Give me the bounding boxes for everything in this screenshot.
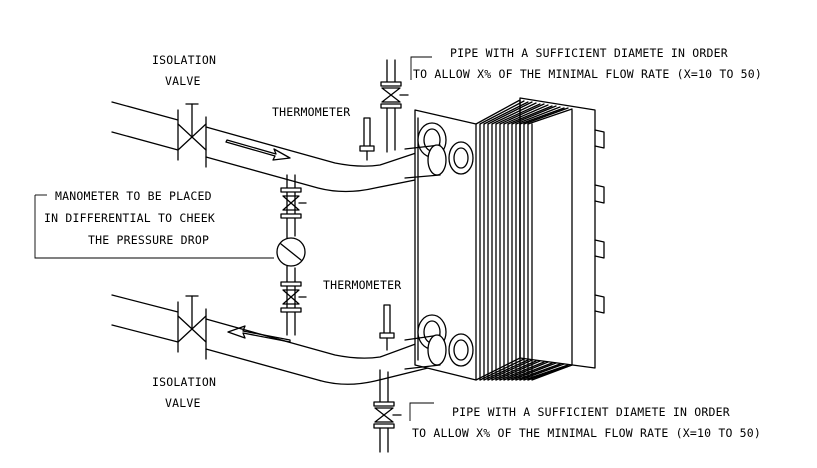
manometer-assembly (276, 174, 307, 336)
isolation-valve-top-label-2: VALVE (165, 74, 201, 88)
manometer-note-line-1: MANOMETER TO BE PLACED (55, 189, 212, 203)
pipe-note-bottom-line-2: TO ALLOW X% OF THE MINIMAL FLOW RATE (X=… (412, 426, 761, 440)
top-flow-arrow (225, 139, 291, 161)
isolation-valve-top-label-1: ISOLATION (152, 53, 216, 67)
plate-heat-exchanger (404, 97, 605, 381)
pipe-note-top-line-2: TO ALLOW X% OF THE MINIMAL FLOW RATE (X=… (413, 67, 762, 81)
top-thermometer (359, 117, 375, 161)
thermometer-bottom-label: THERMOMETER (323, 278, 401, 292)
isolation-valve-bottom-label-2: VALVE (165, 396, 201, 410)
manometer-note-line-2: IN DIFFERENTIAL TO CHEEK (44, 211, 215, 225)
bottom-isolation-valve (177, 295, 207, 360)
bottom-bypass-valve (373, 369, 402, 453)
manometer-note-line-3: THE PRESSURE DROP (88, 233, 209, 247)
pipe-note-bottom-line-1: PIPE WITH A SUFFICIENT DIAMETE IN ORDER (452, 405, 730, 419)
bottom-thermometer (379, 304, 395, 351)
pipe-note-top-line-1: PIPE WITH A SUFFICIENT DIAMETE IN ORDER (450, 46, 728, 60)
leader-lines (34, 56, 434, 421)
top-isolation-valve (177, 103, 207, 168)
top-bypass-valve (380, 59, 409, 153)
thermometer-top-label: THERMOMETER (272, 105, 350, 119)
isolation-valve-bottom-label-1: ISOLATION (152, 375, 216, 389)
bottom-flow-arrow (227, 325, 291, 343)
heat-exchanger-plates (475, 99, 573, 381)
